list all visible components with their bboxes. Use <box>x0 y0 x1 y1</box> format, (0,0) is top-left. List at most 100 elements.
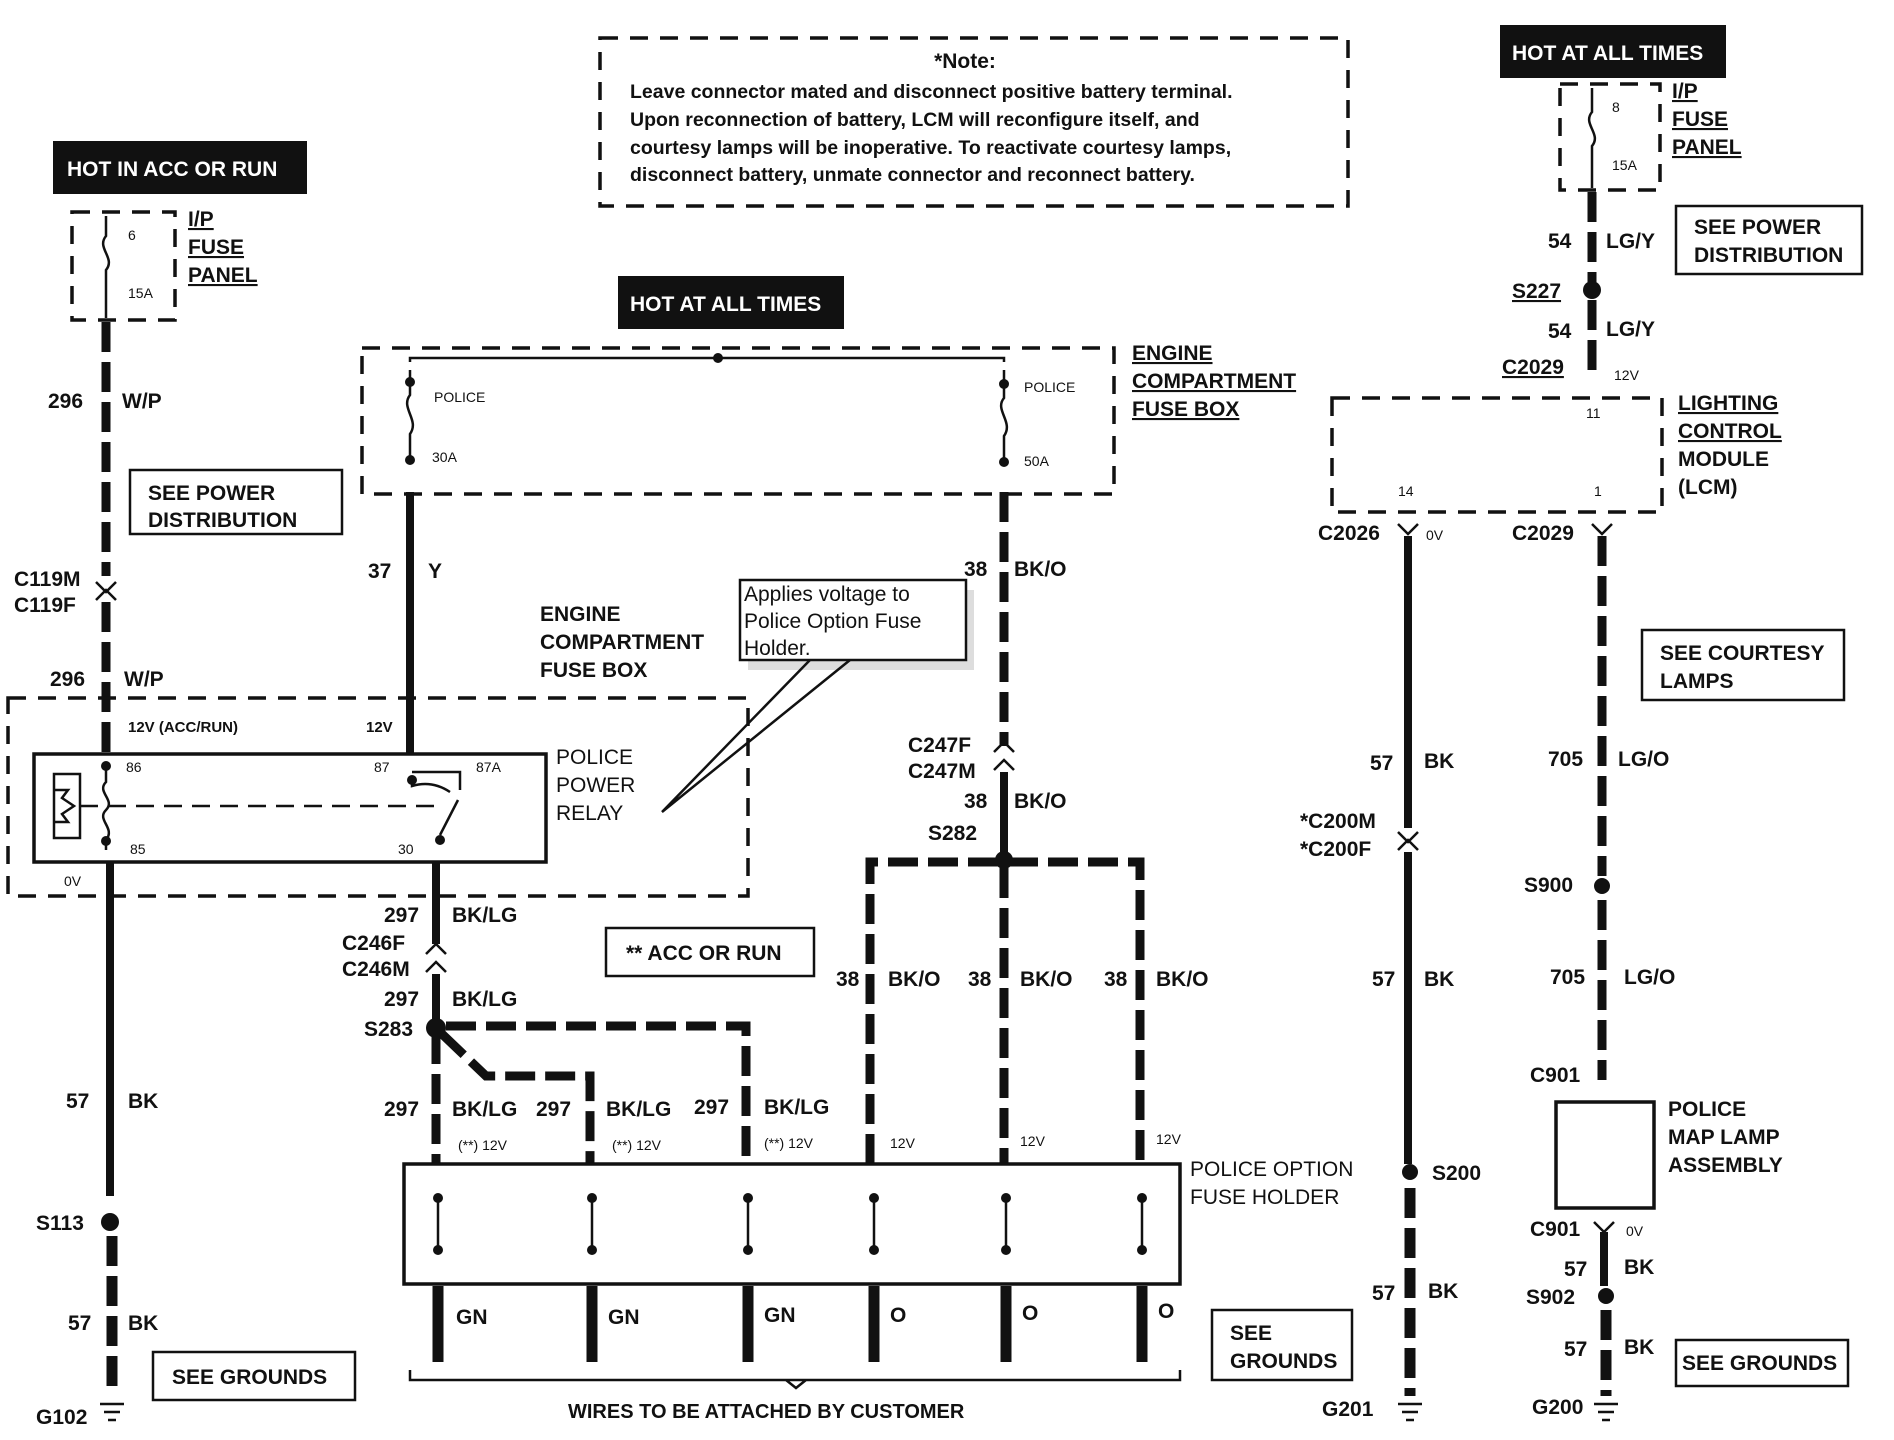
wire-color: BK/O <box>1014 558 1067 581</box>
see-grounds-label: SEE GROUNDS <box>1682 1352 1837 1375</box>
wire-color: GN <box>764 1304 796 1327</box>
connector-label: C247M <box>908 760 976 783</box>
wire-297-branch <box>438 1030 595 1164</box>
wire-number: 57 <box>1372 968 1395 991</box>
fuse-panel-label: I/P <box>188 208 214 231</box>
wire-297-branch <box>446 1021 751 1164</box>
map-lamp-label: ASSEMBLY <box>1668 1154 1783 1177</box>
see-grounds-label: GROUNDS <box>1230 1350 1337 1373</box>
ip-fuse-left: 6 15A I/P FUSE PANEL <box>70 208 258 322</box>
see-courtesy-lamps <box>1640 628 1846 702</box>
see-power-distribution-2 <box>1674 204 1864 276</box>
wire-38-branch <box>865 857 1145 1164</box>
hot-all-times-banner <box>618 276 844 329</box>
ground-label: G201 <box>1322 1398 1374 1421</box>
wire-number: 38 <box>836 968 860 991</box>
wire-color: BK/LG <box>452 904 517 927</box>
fuse-holder-label: POLICE OPTION <box>1190 1158 1353 1181</box>
see-power-label: SEE POWER <box>148 482 275 505</box>
acc-run-note-text: ** ACC OR RUN <box>626 942 782 965</box>
ecfb-label: COMPARTMENT <box>1132 370 1296 393</box>
note-box: *Note: Leave connector mated and disconn… <box>598 36 1350 208</box>
wire-number: 54 <box>1548 230 1572 253</box>
wire-color: GN <box>456 1306 488 1329</box>
voltage-label: 12V <box>1020 1133 1046 1149</box>
wire-color: BK <box>128 1312 158 1335</box>
note-line: disconnect battery, unmate connector and… <box>630 164 1195 186</box>
wire-number: 296 <box>48 390 83 413</box>
voltage-label: 0V <box>1426 527 1444 543</box>
see-power-label: DISTRIBUTION <box>148 509 297 532</box>
fuse-amp: 30A <box>432 449 458 465</box>
wire-color: W/P <box>122 390 162 413</box>
pin-label: 85 <box>130 841 146 857</box>
voltage-label: 12V <box>1156 1131 1182 1147</box>
splice-label: S902 <box>1526 1286 1575 1309</box>
ground-label: G102 <box>36 1406 87 1429</box>
wire-color: BK/LG <box>452 988 517 1011</box>
connector-label: C901 <box>1530 1218 1581 1241</box>
voltage-label: 12V <box>366 719 393 736</box>
voltage-label: 0V <box>64 873 82 889</box>
connector-label: C2029 <box>1512 522 1574 545</box>
wire-color: BK/LG <box>606 1098 671 1121</box>
relay-label: POLICE <box>556 746 633 769</box>
fuse-number: 6 <box>128 227 136 243</box>
ecfb-mid-outline <box>6 696 750 898</box>
wire-color: BK <box>1624 1336 1654 1359</box>
voltage-label: 0V <box>1626 1223 1644 1239</box>
fuse-panel-label: PANEL <box>188 264 258 287</box>
wire-color: BK <box>1424 750 1454 773</box>
pin-label: 30 <box>398 841 414 857</box>
wire-color: BK <box>1424 968 1454 991</box>
pin-label: 86 <box>126 759 142 775</box>
courtesy-label: SEE COURTESY <box>1660 642 1825 665</box>
fuse-holder-label: FUSE HOLDER <box>1190 1186 1339 1209</box>
pin-label: 14 <box>1398 483 1414 499</box>
ground-symbol <box>100 1402 124 1422</box>
fuse-label: POLICE <box>434 389 485 405</box>
pin-label: 87 <box>374 759 390 775</box>
customer-bracket <box>408 1370 1182 1390</box>
connector-label: *C200F <box>1300 838 1371 861</box>
see-grounds-3 <box>1674 1338 1850 1388</box>
voltage-label: (**) 12V <box>612 1137 662 1153</box>
see-power-label: DISTRIBUTION <box>1694 244 1843 267</box>
wire-color: BK <box>1624 1256 1654 1279</box>
connector-c119f: C119F <box>14 594 76 617</box>
police-power-relay: 86 87 87A 85 30 <box>32 752 548 864</box>
wire-color: BK/LG <box>764 1096 829 1119</box>
splice-label: S113 <box>36 1212 84 1235</box>
splice-label: S283 <box>364 1018 413 1041</box>
wire-number: 57 <box>1564 1338 1587 1361</box>
wire-color: Y <box>428 560 442 583</box>
see-grounds-2 <box>1210 1308 1354 1382</box>
map-lamp-label: POLICE <box>1668 1098 1746 1121</box>
wire-color: BK/O <box>1156 968 1209 991</box>
wire-number: 297 <box>384 988 419 1011</box>
map-lamp-label: MAP LAMP <box>1668 1126 1780 1149</box>
police-map-lamp-assembly <box>1554 1100 1656 1210</box>
relay-label: RELAY <box>556 802 623 825</box>
voltage-label: 12V (ACC/RUN) <box>128 719 238 736</box>
wire-color: BK/LG <box>452 1098 517 1121</box>
splice-label: S200 <box>1432 1162 1481 1185</box>
callout-text: Police Option Fuse <box>744 610 921 633</box>
connector-label: C246M <box>342 958 410 981</box>
wire-color: O <box>1022 1302 1038 1325</box>
acc-run-note <box>604 926 816 978</box>
wire-number: 297 <box>536 1098 571 1121</box>
splice-s902 <box>1598 1288 1614 1304</box>
see-power-distribution-1 <box>128 468 344 536</box>
ecfb-label: COMPARTMENT <box>540 631 704 654</box>
callout-box: Applies voltage to Police Option Fuse Ho… <box>661 578 974 813</box>
note-line: courtesy lamps will be inoperative. To r… <box>630 137 1231 159</box>
hot-acc-run-banner <box>53 141 307 194</box>
wire-number: 296 <box>50 668 85 691</box>
splice-label: S227 <box>1512 280 1561 303</box>
fuse-panel-label: PANEL <box>1672 136 1742 159</box>
fuse-label: POLICE <box>1024 379 1075 395</box>
lcm-label: MODULE <box>1678 448 1769 471</box>
fuse-panel-label: I/P <box>1672 80 1698 103</box>
wire-color: BK/O <box>1014 790 1067 813</box>
